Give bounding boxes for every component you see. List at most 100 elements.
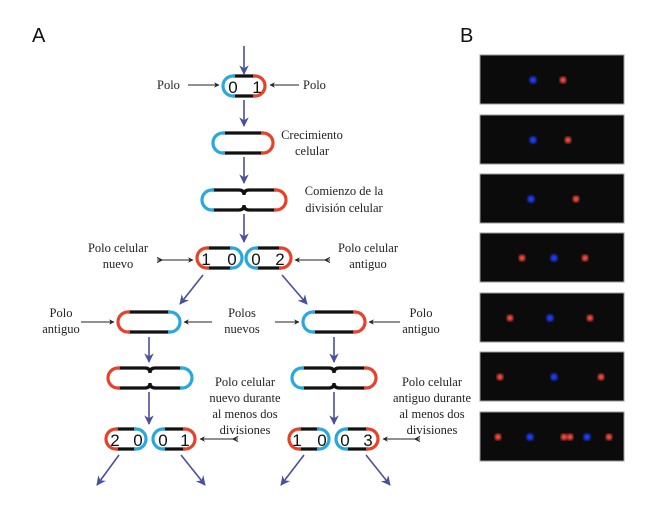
cell-top-edge — [118, 366, 182, 374]
arrow-fletching — [231, 436, 239, 442]
new-pole-marker — [583, 433, 591, 441]
left-pole — [334, 427, 348, 451]
right-pole — [317, 427, 331, 451]
pole-age-gen2-d-left: 0 — [340, 431, 349, 450]
flow-arrow-out-2 — [180, 454, 206, 486]
panel-b-label: B — [460, 25, 473, 47]
left-pole — [301, 310, 315, 334]
label-old-pole-two-div-2: antiguo durante — [393, 391, 472, 405]
label-division-start-2: división celular — [305, 201, 383, 215]
new-pole-marker — [550, 373, 558, 381]
label-old-pole-left-2: antiguo — [42, 322, 80, 336]
label-new-pole-two-div-1: Polo celular — [215, 375, 276, 389]
micrograph-frame-2 — [479, 114, 625, 165]
arrow-fletching — [323, 257, 331, 263]
left-pole — [195, 246, 209, 270]
cell-right-grown — [301, 310, 367, 334]
cell-growth — [211, 131, 275, 155]
cell-top-edge — [212, 188, 276, 196]
cell-right-dividing — [290, 366, 378, 390]
new-pole-marker — [526, 433, 534, 441]
cell-gen1-right — [244, 246, 293, 270]
pole-age-gen2-a-right: 0 — [133, 431, 142, 450]
label-old-cell-pole-1: Polo celular — [338, 241, 399, 255]
old-pole-marker — [496, 373, 504, 381]
cell-gen2-b — [151, 427, 197, 451]
label-old-pole-right-1: Polo — [410, 306, 433, 320]
left-pole — [211, 131, 225, 155]
flow-arrow-left-branch — [179, 274, 204, 305]
pole-age-gen1-right-left: 0 — [251, 250, 260, 269]
new-pole-marker — [529, 76, 537, 84]
left-pole — [116, 310, 130, 334]
cell-bottom-edge — [212, 204, 276, 212]
label-old-pole-two-div-4: divisiones — [407, 423, 458, 437]
micrograph-frame-1 — [479, 54, 625, 105]
label-new-cell-pole-2: nuevo — [103, 257, 134, 271]
flow-arrow-out-4 — [365, 454, 391, 486]
old-pole-marker — [564, 136, 572, 144]
left-pole — [151, 427, 165, 451]
left-pole — [290, 366, 304, 390]
cell-division-start — [200, 188, 288, 212]
cell-gen2-a — [104, 427, 148, 451]
right-pole — [134, 427, 148, 451]
micrograph-background — [479, 292, 625, 343]
pole-age-gen2-b-right: 1 — [180, 431, 189, 450]
arrow-fletching — [413, 436, 421, 442]
label-growth-2: celular — [295, 144, 330, 158]
micrograph-frame-6 — [479, 351, 625, 402]
cell-top-edge — [302, 366, 366, 374]
pole-age-gen2-b-left: 0 — [158, 431, 167, 450]
cell-left-dividing — [106, 366, 194, 390]
right-pole — [253, 74, 267, 98]
pole-age-gen1-left-left: 1 — [201, 250, 210, 269]
micrograph-frame-3 — [479, 173, 625, 224]
right-pole — [353, 310, 367, 334]
label-division-start-1: Comienzo de la — [305, 184, 384, 198]
cell-bottom-edge — [302, 382, 366, 390]
left-pole — [287, 427, 301, 451]
pole-age-gen2-a-left: 2 — [110, 431, 119, 450]
label-growth-1: Crecimiento — [281, 128, 343, 142]
label-old-pole-right-2: antiguo — [402, 322, 440, 336]
right-pole — [230, 246, 244, 270]
left-pole — [106, 366, 120, 390]
right-pole — [279, 246, 293, 270]
old-pole-marker — [605, 433, 613, 441]
old-pole-marker — [581, 254, 589, 262]
label-new-pole-two-div-2: nuevo durante — [209, 391, 281, 405]
right-pole — [364, 366, 378, 390]
old-pole-marker — [560, 433, 568, 441]
label-polo-right: Polo — [303, 78, 326, 92]
old-pole-marker — [518, 254, 526, 262]
label-new-cell-pole-1: Polo celular — [88, 241, 149, 255]
pole-age-gen2-c-left: 1 — [292, 431, 301, 450]
flow-arrow-right-branch — [281, 274, 308, 305]
old-pole-marker — [572, 195, 580, 203]
left-pole — [104, 427, 118, 451]
micrograph-frame-5 — [479, 292, 625, 343]
new-pole-marker — [527, 195, 535, 203]
left-pole — [221, 74, 235, 98]
arrow-fletching — [156, 257, 164, 263]
old-pole-marker — [597, 373, 605, 381]
label-new-poles-1: Polos — [228, 306, 256, 320]
cell-gen2-d — [334, 427, 380, 451]
label-new-pole-two-div-4: divisiones — [220, 423, 271, 437]
old-pole-marker — [566, 433, 574, 441]
label-new-pole-two-div-3: al menos dos — [212, 407, 277, 421]
pole-age-gen1-left-right: 0 — [227, 250, 236, 269]
old-pole-marker — [559, 76, 567, 84]
new-pole-marker — [546, 314, 554, 322]
right-pole — [168, 310, 182, 334]
flow-arrow-out-3 — [280, 454, 305, 486]
label-old-pole-two-div-3: al menos dos — [399, 407, 464, 421]
label-new-poles-2: nuevos — [224, 322, 260, 336]
cell-left-grown — [116, 310, 182, 334]
cell-gen2-c — [287, 427, 331, 451]
cell-bottom-edge — [118, 382, 182, 390]
right-pole — [366, 427, 380, 451]
label-old-cell-pole-2: antiguo — [349, 257, 387, 271]
